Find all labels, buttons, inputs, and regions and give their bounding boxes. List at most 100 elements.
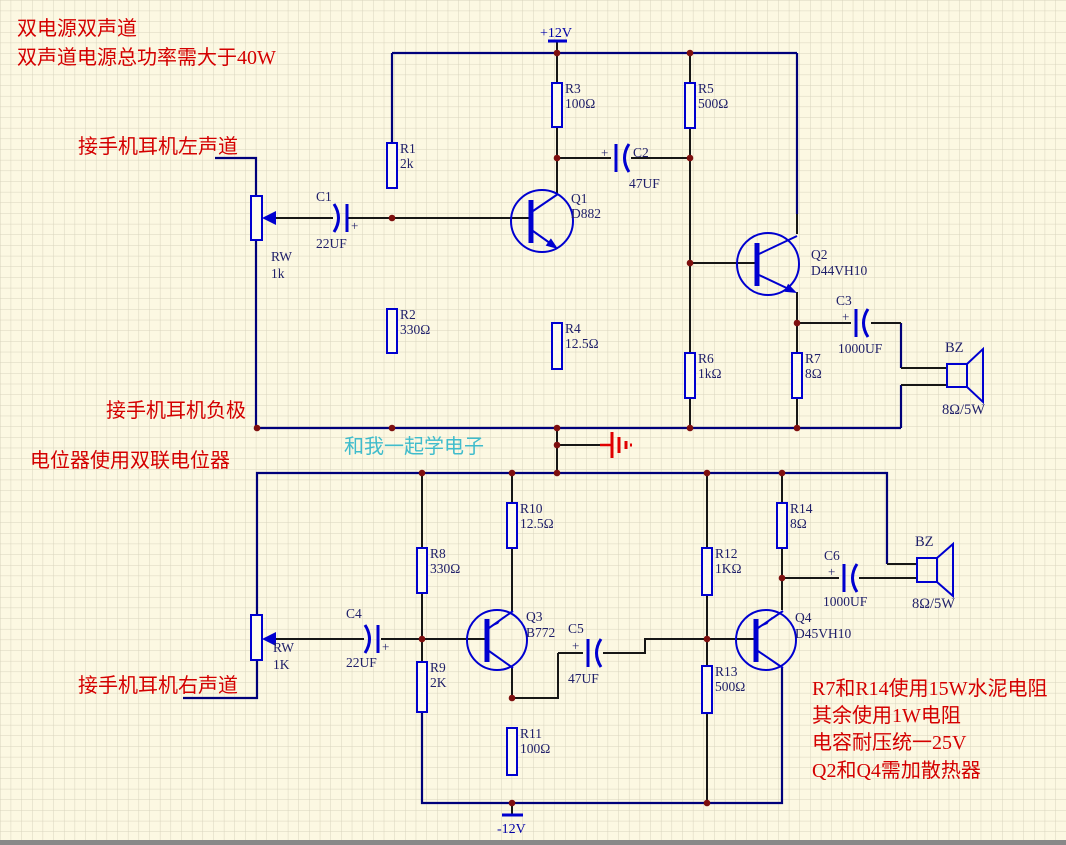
potentiometer-RW-left[interactable]: RW 1k [250, 195, 292, 281]
speaker-BZ-left[interactable]: BZ 8Ω/5W [942, 340, 985, 418]
value: 1K [273, 657, 290, 672]
resistor-body[interactable] [791, 352, 803, 399]
ref-des: R11 [520, 726, 542, 741]
junction-dot [388, 214, 396, 222]
ref-des: R8 [430, 546, 446, 561]
power-port-minus12v[interactable]: -12V [497, 813, 526, 837]
junction-dot [793, 424, 801, 432]
resistor-body[interactable] [701, 547, 713, 596]
resistor-body[interactable] [551, 322, 563, 370]
value: 500Ω [715, 679, 745, 694]
pot-wiper-arrow [262, 211, 276, 225]
capacitor-C1[interactable]: + C1 22UF [316, 189, 358, 251]
ref-des: R4 [565, 321, 581, 336]
resistor-R7[interactable]: R7 8Ω [791, 351, 822, 399]
polarity-plus: + [828, 564, 835, 579]
transistor-body[interactable] [735, 609, 797, 671]
value: 2K [430, 675, 447, 690]
transistor-body[interactable] [466, 609, 528, 671]
ref-des: BZ [945, 340, 964, 356]
cap-curved-plate [332, 203, 340, 233]
emitter-arrow [545, 238, 558, 249]
potentiometer-RW-right[interactable]: RW 1K [250, 614, 294, 672]
resistor-body[interactable] [416, 661, 428, 713]
capacitor-C2[interactable]: + C2 47UF [601, 143, 660, 191]
junction-dot [553, 49, 561, 57]
value: 8Ω [805, 366, 822, 381]
junction-dot [703, 799, 711, 807]
resistor-R3[interactable]: R3 100Ω [551, 81, 595, 128]
polarity-plus: + [351, 218, 358, 233]
annotations: 双电源双声道 双声道电源总功率需大于40W 接手机耳机左声道 接手机耳机负极 电… [17, 17, 1048, 782]
value: 1kΩ [698, 366, 722, 381]
wire-bottom-rail [420, 668, 784, 805]
transistor-collector [488, 650, 514, 669]
pot-body[interactable] [250, 195, 263, 241]
ref-des: R9 [430, 660, 446, 675]
capacitor-C5[interactable]: + C5 47UF [568, 621, 603, 686]
transistor-body[interactable] [736, 232, 800, 296]
polarity-plus: + [382, 639, 389, 654]
junction-dot [703, 635, 711, 643]
transistor-Q1[interactable]: Q1 D882 [510, 189, 601, 253]
value: 100Ω [565, 96, 595, 111]
wires-navy [183, 51, 903, 805]
resistor-R5[interactable]: R5 500Ω [684, 81, 728, 129]
junction-dot [553, 424, 561, 432]
resistor-R10[interactable]: R10 12.5Ω [506, 501, 554, 549]
value: 8Ω [790, 516, 807, 531]
value: 47UF [568, 671, 599, 686]
junction-dots [253, 49, 801, 807]
ref-des: R5 [698, 81, 714, 96]
resistor-body[interactable] [506, 727, 518, 776]
resistor-R12[interactable]: R12 1KΩ [701, 546, 742, 596]
resistor-body[interactable] [701, 665, 713, 714]
ref-des: BZ [915, 534, 934, 550]
resistor-R4[interactable]: R4 12.5Ω [551, 321, 599, 370]
emitter-arrow [760, 616, 773, 627]
resistor-R1[interactable]: R1 2k [386, 141, 416, 189]
transistor-Q4[interactable]: Q4 D45VH10 [735, 609, 851, 671]
speaker-BZ-right[interactable]: BZ 8Ω/5W [912, 534, 955, 612]
resistor-R13[interactable]: R13 500Ω [701, 664, 745, 714]
pot-body[interactable] [250, 614, 263, 661]
value: 47UF [629, 176, 660, 191]
resistor-body[interactable] [551, 82, 563, 128]
transistor-body[interactable] [510, 189, 574, 253]
resistor-body[interactable] [684, 82, 696, 129]
resistor-body[interactable] [776, 502, 788, 549]
capacitor-C6[interactable]: + C6 1000UF [823, 548, 868, 609]
resistor-R8[interactable]: R8 330Ω [416, 546, 460, 594]
resistor-R2[interactable]: R2 330Ω [386, 307, 430, 354]
cap-curved-plate [363, 624, 371, 654]
note-capacitor-voltage: 电容耐压统一25V [812, 731, 967, 754]
capacitor-C3[interactable]: + C3 1000UF [836, 293, 883, 356]
note-right-channel: 接手机耳机右声道 [78, 674, 238, 697]
resistor-body[interactable] [386, 142, 398, 189]
ref-des: C6 [824, 548, 840, 563]
resistor-body[interactable] [416, 547, 428, 594]
transistor-Q3[interactable]: Q3 B772 [466, 609, 555, 671]
resistor-R6[interactable]: R6 1kΩ [684, 351, 722, 399]
ref-des: Q4 [795, 610, 812, 625]
ref-des: Q3 [526, 609, 543, 624]
value: 330Ω [400, 322, 430, 337]
value: 100Ω [520, 741, 550, 756]
value: D45VH10 [795, 626, 851, 641]
junction-dot [686, 49, 694, 57]
cap-curved-plate [851, 563, 859, 593]
power-port-plus12v[interactable]: +12V [540, 26, 572, 43]
value: 8Ω/5W [942, 402, 985, 418]
transistor-emitter [757, 610, 784, 629]
capacitor-C4[interactable]: + C4 22UF [346, 606, 389, 670]
resistor-R14[interactable]: R14 8Ω [776, 501, 813, 549]
resistor-R11[interactable]: R11 100Ω [506, 726, 550, 776]
transistor-Q2[interactable]: Q2 D44VH10 [736, 232, 867, 296]
power-label: -12V [497, 822, 526, 837]
resistor-R9[interactable]: R9 2K [416, 660, 447, 713]
resistor-body[interactable] [506, 502, 518, 549]
ground-symbol-icon[interactable] [600, 432, 632, 458]
resistor-body[interactable] [684, 352, 696, 399]
resistor-body[interactable] [386, 308, 398, 354]
